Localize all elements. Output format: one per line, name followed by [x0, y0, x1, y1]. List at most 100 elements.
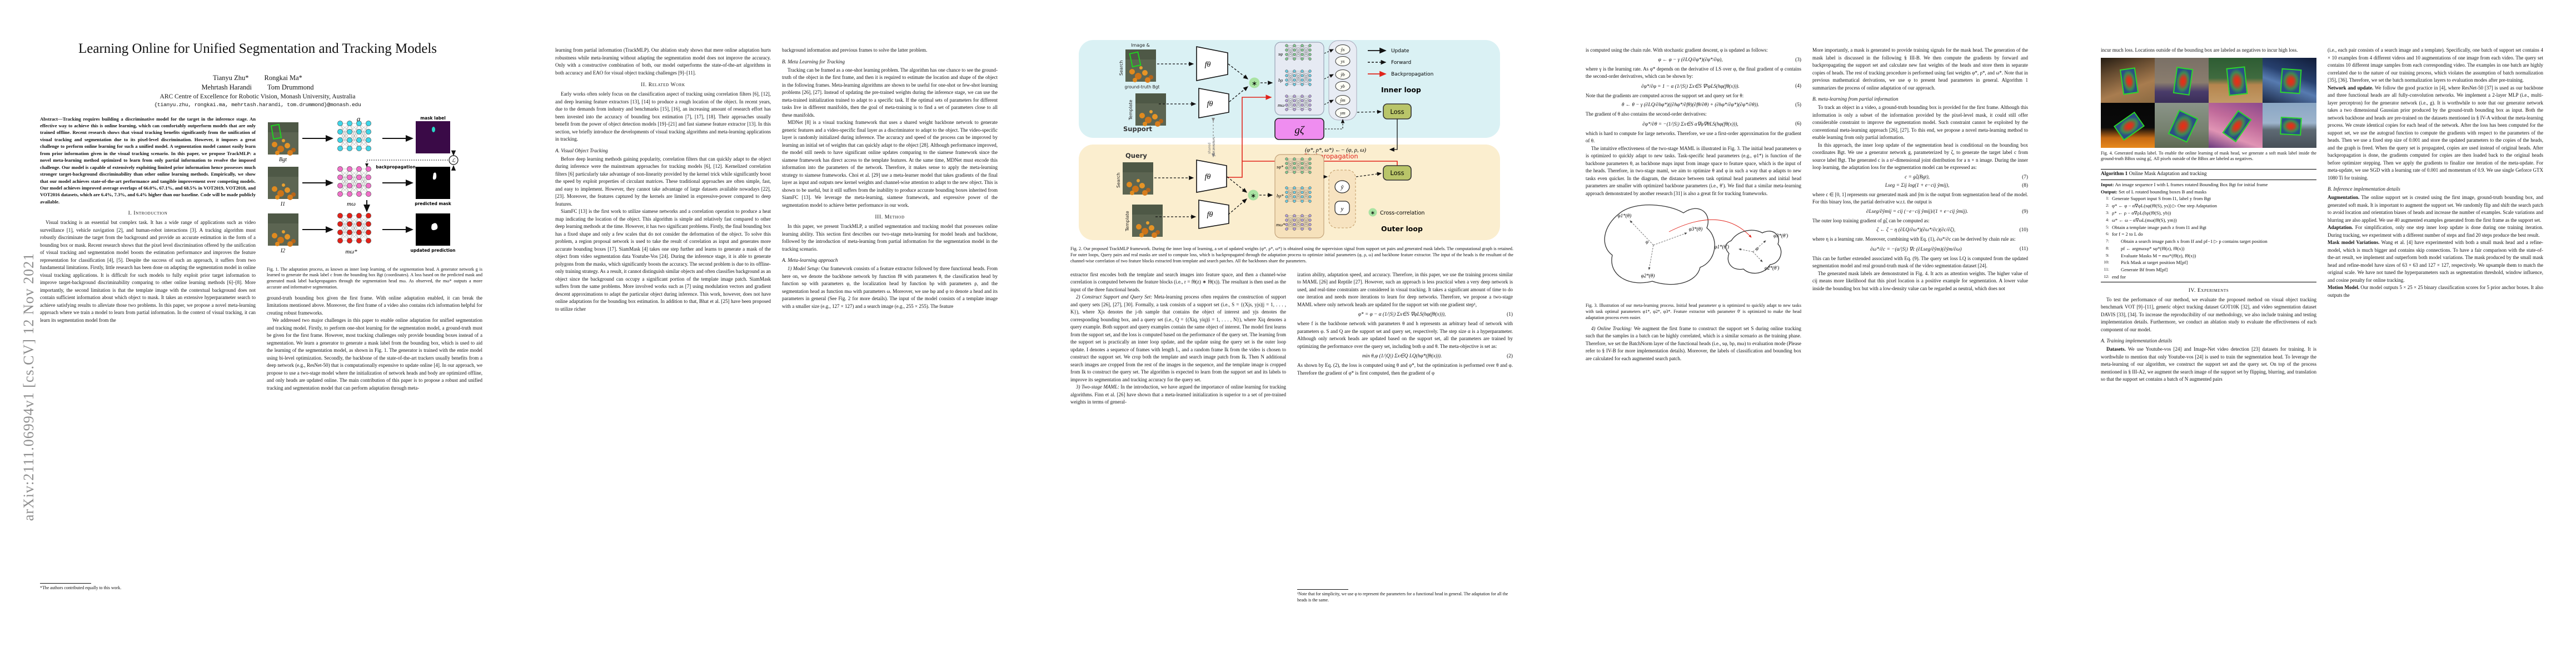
algorithm-line: 11:Generate Bf from M[pf] — [2101, 266, 2316, 273]
svg-text:Loss: Loss — [1390, 169, 1404, 177]
paragraph: 2) Construct Support and Query Set: Meta… — [1070, 294, 1286, 382]
equation-body: ζ ← ζ − η (∂LQ/∂ω*)(∂ω*/∂c)(∂c/∂ζ), — [1876, 227, 1956, 233]
predicted-mask-image — [416, 166, 450, 199]
equation-body: ∂Lseg/∂ŷmij = cij (−e−cij ŷmij)/(1 + e−c… — [1866, 208, 1969, 215]
equation-body: ∂φ*/∂θ = −(1/|S|) Σx∈S α∇φ∇θLS(hφ(fθ(x))… — [1642, 121, 1738, 127]
svg-text:parameters: parameters — [1212, 137, 1216, 156]
bgt-label: Bgt — [279, 157, 287, 163]
equation: ∂ω*/∂c = −(α/|S|) ∇c (∂Lseg/∂ŷm)(∂ŷm/∂ω)… — [1812, 246, 2028, 252]
page-5: incur much loss. Locations outside of th… — [2061, 0, 2576, 667]
video-frame-basketball-court — [2209, 57, 2263, 103]
mask-label-image — [416, 121, 450, 153]
generator-gzeta-box — [1274, 118, 1324, 140]
mask-label-caption: mask label — [420, 116, 446, 121]
svg-text:yb: yb — [1340, 84, 1345, 89]
paragraph: Abstract—Tracking requires building a di… — [40, 116, 256, 205]
algorithm-line: 10:Pick Mask at target position M[pf] — [2101, 259, 2316, 266]
svg-text:y: y — [1341, 206, 1344, 212]
figure-2: Image & Search ground-truth Bgt Template… — [1030, 0, 1546, 242]
line-number: 10: — [2104, 260, 2109, 265]
svg-text:∗: ∗ — [1250, 192, 1256, 200]
equation-body: φ* = φ − α (1/|S|) Σx∈S ∇φLS(hφ(fθ(x))), — [1358, 312, 1446, 318]
svg-text:fθ: fθ — [1205, 173, 1211, 181]
algorithm-1: Algorithm 1 Online Mask Adaptation and t… — [2101, 169, 2316, 282]
paragraph: Motion Model. Our model outputs 5 × 25 ×… — [2328, 285, 2543, 298]
algorithm-line: 1:Generate Support input S from I1, labe… — [2101, 195, 2316, 202]
paragraph: ground-truth bounding box given the firs… — [267, 295, 482, 316]
soft-mask-bbox — [2173, 67, 2193, 96]
soft-mask-bbox — [2279, 117, 2302, 136]
video-frame-athlete — [2155, 57, 2209, 103]
svg-text:φ: φ — [1756, 246, 1758, 251]
query-template-thumb — [1132, 205, 1163, 238]
page2-column-left: learning from partial information (Track… — [555, 47, 771, 634]
line-text: φ* ← φ − α∇φL(sφ(fθ(S), ys)) ▷ One step … — [2112, 203, 2217, 209]
query-label: Query — [1125, 152, 1147, 160]
paragraph: ization ability, adaptation speed, and a… — [1297, 271, 1513, 307]
task-manifold-blob — [1604, 205, 1715, 285]
backbone-ftheta — [1196, 160, 1227, 193]
frame-i2-thumb — [268, 213, 298, 247]
line-number: 1: — [2106, 196, 2109, 201]
s-head-star-label: sφ* — [1277, 164, 1284, 170]
svg-text:φ1*(θ′): φ1*(θ′) — [1715, 244, 1729, 250]
line-text: end for — [2112, 274, 2126, 280]
paragraph: Mask model Variations. Wang et al. [4] h… — [2328, 240, 2543, 283]
query-search-label: Search — [1116, 173, 1121, 188]
optimized-manifold-blob — [1725, 230, 1782, 274]
paragraph: Adaptation. For simplification, only one… — [2328, 225, 2543, 238]
search-image-thumb — [268, 122, 298, 156]
section-heading: III. Method — [875, 214, 905, 220]
s-head-label: sφ — [1278, 51, 1283, 57]
box-head-network — [1285, 186, 1312, 203]
equation-number: (9) — [2022, 208, 2028, 215]
line-number: 4: — [2106, 217, 2109, 222]
line-text: ω* ← ω − α∇ωL(mω(fθ(S), ym)) — [2112, 217, 2177, 223]
line-number: 12: — [2104, 274, 2109, 279]
line-number: 2: — [2106, 203, 2109, 208]
equation-body: c = gζ(Bgt), — [1905, 174, 1930, 180]
svg-text:φ3*(θ): φ3*(θ) — [1689, 226, 1702, 232]
algorithm-line: 5:Obtain a template image patch z from I… — [2101, 224, 2316, 231]
cls-head-network — [1285, 157, 1312, 174]
svg-text:ŷm: ŷm — [1339, 98, 1346, 103]
paragraph: where f is the backbone network with par… — [1297, 321, 1513, 349]
svg-text:ŷ: ŷ — [1341, 184, 1344, 191]
updated-prediction-caption: updated prediction — [411, 248, 456, 253]
line-number: 8: — [2106, 245, 2109, 251]
b-head-star-label: bρ* — [1277, 193, 1284, 198]
support-search-label: Search — [1119, 61, 1124, 76]
image-amp-label: Image & — [1131, 43, 1150, 48]
fig2-framework-diagram: Image & Search ground-truth Bgt Template… — [1079, 40, 1500, 240]
line-number: 5: — [2106, 224, 2109, 230]
line-text: Obtain a template image patch z from I1 … — [2112, 224, 2207, 230]
page4-column-left: is computed using the chain rule. With s… — [1586, 47, 1801, 634]
paragraph: More importantly, a mask is generated to… — [1812, 47, 2028, 91]
updated-seg-head-network-icon — [337, 212, 371, 243]
equation-body: θ ← θ − γ (∂LQ/∂hφ*)((∂hφ*/∂fθ)(∂fθ/∂θ) … — [1621, 102, 1760, 108]
paragraph: To track an object in a video, a ground-… — [1812, 104, 2028, 140]
paragraph: background information and previous fram… — [782, 47, 928, 53]
svg-text:φ2*(θ): φ2*(θ) — [1641, 273, 1655, 278]
paragraph-lead: 4) Online Tracking: — [1591, 325, 1632, 331]
paragraph-lead: Adaptation. — [2328, 225, 2353, 230]
paragraph: SiamFC [13] is the first work to utilize… — [555, 208, 771, 312]
mws-label: mω* — [345, 248, 357, 255]
generator-network-icon — [337, 120, 371, 151]
paragraph: The gradient of θ also contains the seco… — [1586, 111, 1707, 117]
paragraph: learning from partial information (Track… — [555, 47, 771, 76]
support-template-label: Template — [1128, 99, 1133, 121]
paragraph-lead: Datasets. — [2106, 346, 2126, 352]
figure-3: φ1*(θ) φ3*(θ) φ2*(θ) φ φ1*(θ′) φ3*(θ′) φ… — [1586, 197, 1801, 300]
legend-update: Update — [1391, 48, 1409, 54]
fig1-caption: Fig. 1. The adaptation process, as known… — [267, 266, 482, 290]
m-head-label: mω — [1278, 102, 1284, 108]
algorithm-title: Algorithm 1 Online Mask Adaptation and t… — [2101, 169, 2316, 180]
paragraph: (i.e., each pair consists of a search im… — [2328, 47, 2543, 83]
cross-correlation-label: Cross-correlation — [1380, 210, 1424, 216]
algorithm-io: Input: An image sequence I with L frames… — [2101, 181, 2268, 187]
page4-column-right: More importantly, a mask is generated to… — [1812, 47, 2028, 634]
